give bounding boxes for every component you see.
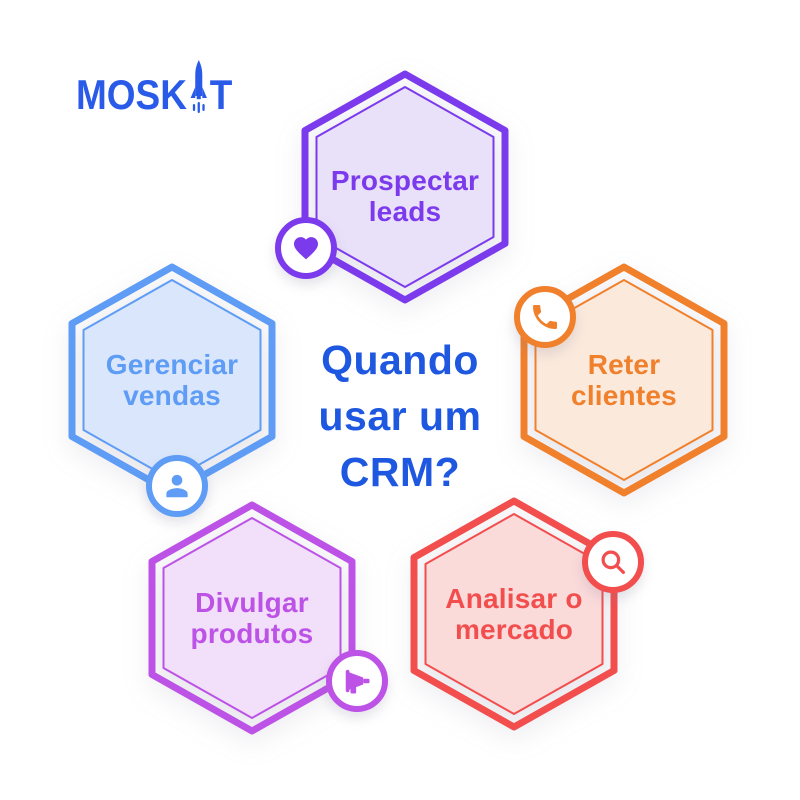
magnifier-icon: [601, 550, 625, 574]
hex-label-line-2: produtos: [190, 618, 314, 649]
hex-label-line-2: mercado: [454, 614, 574, 645]
title-line-3: CRM?: [339, 449, 461, 495]
phone-icon: [533, 305, 557, 329]
hex-label: Analisar o mercado: [410, 496, 618, 732]
person-badge: [146, 455, 208, 517]
hex-gerenciar-vendas: Gerenciar vendas: [68, 262, 276, 517]
person-icon: [166, 474, 188, 498]
hex-label-line-1: Divulgar: [195, 587, 309, 618]
hex-label: Reter clientes: [520, 262, 728, 498]
hex-label-line-1: Analisar o: [445, 583, 583, 614]
hex-analisar-mercado: Analisar o mercado: [410, 496, 644, 732]
title-line-1: Quando: [321, 337, 479, 383]
hex-label-line-1: Gerenciar: [105, 349, 239, 380]
heart-badge: [275, 217, 337, 279]
megaphone-icon: [345, 669, 370, 694]
page-title: Quando usar um CRM?: [240, 332, 560, 500]
hex-label-line-1: Reter: [587, 349, 661, 380]
hex-label-line-2: clientes: [571, 380, 677, 411]
hex-label-line-2: vendas: [123, 380, 221, 411]
title-line-2: usar um: [318, 393, 482, 439]
logo-text-left: MOSK: [76, 71, 187, 118]
hex-label: Divulgar produtos: [148, 500, 356, 736]
phone-badge: [514, 286, 576, 348]
hex-label: Gerenciar vendas: [68, 262, 276, 498]
rocket-icon: [190, 60, 207, 113]
hex-prospectar-leads: Prospectar leads: [275, 69, 509, 305]
heart-icon: [294, 237, 318, 260]
hexagon-shape: [148, 501, 356, 735]
hex-label-line-2: leads: [368, 196, 442, 227]
hex-label: Prospectar leads: [301, 69, 509, 305]
hex-reter-clientes: Reter clientes: [514, 262, 728, 498]
magnifier-badge: [582, 531, 644, 593]
moskit-logo: MOSK T: [76, 58, 232, 116]
megaphone-badge: [326, 650, 388, 712]
hexagon-shape: [301, 70, 509, 304]
hex-label-line-1: Prospectar: [330, 165, 480, 196]
logo-text-right: T: [209, 71, 233, 118]
hex-divulgar-produtos: Divulgar produtos: [148, 500, 388, 736]
